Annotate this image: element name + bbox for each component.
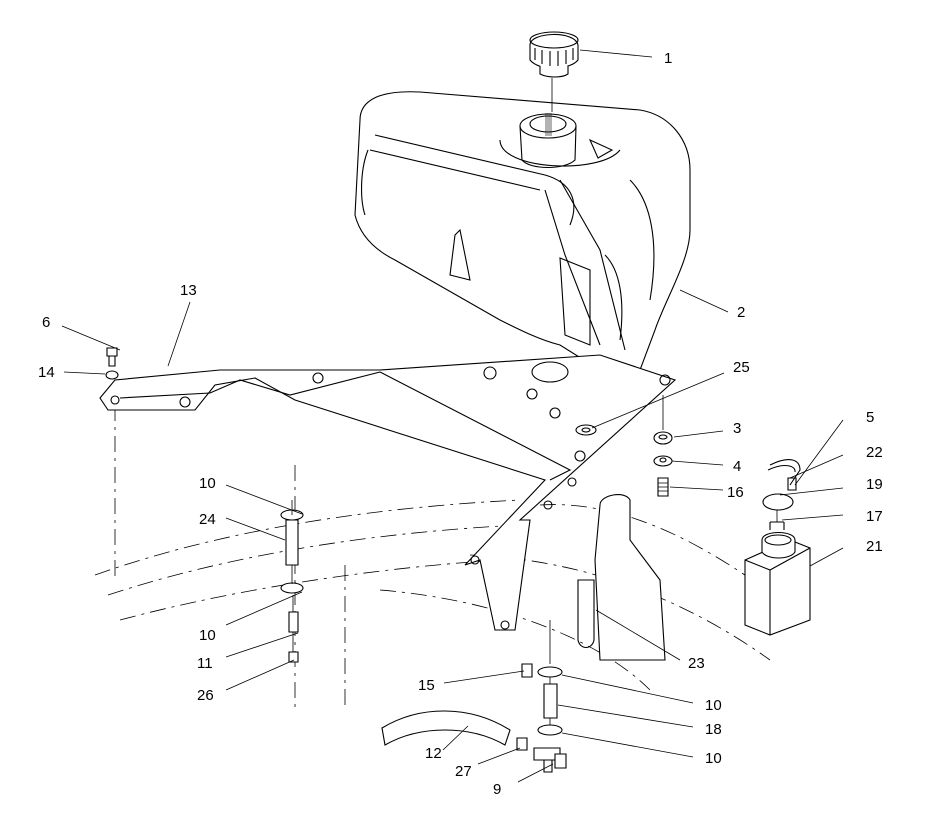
fuel-cap-drawing [529, 31, 579, 112]
callout-6: 6 [42, 314, 50, 331]
callout-9: 9 [493, 781, 501, 798]
callout-10c: 10 [705, 697, 722, 714]
callout-23: 23 [688, 655, 705, 672]
callout-4: 4 [733, 458, 741, 475]
hardware-stack [575, 395, 673, 497]
callout-22: 22 [866, 444, 883, 461]
callout-10a: 10 [199, 475, 216, 492]
callout-11: 11 [197, 655, 213, 672]
callout-10b: 10 [199, 627, 216, 644]
callout-25: 25 [733, 359, 750, 376]
callout-27: 27 [455, 763, 472, 780]
callout-10d: 10 [705, 750, 722, 767]
callout-26: 26 [197, 687, 214, 704]
fuel-tank-drawing [354, 91, 691, 382]
lower-hose-assembly [381, 620, 567, 773]
tank-mounting-plate-drawing [99, 354, 677, 631]
left-hose-assembly [105, 347, 304, 663]
overflow-reservoir-drawing [744, 459, 811, 636]
leader-lines [61, 49, 844, 783]
callout-13: 13 [180, 282, 197, 299]
callout-16: 16 [727, 484, 744, 501]
callout-18: 18 [705, 721, 722, 738]
callout-14: 14 [38, 364, 55, 381]
callout-labels: 1 2 3 4 5 6 9 10 10 10 10 11 12 13 14 15… [38, 50, 883, 798]
callout-1: 1 [664, 50, 672, 67]
callout-15: 15 [418, 677, 435, 694]
callout-2: 2 [737, 304, 745, 321]
callout-5: 5 [866, 409, 874, 426]
callout-24: 24 [199, 511, 216, 528]
callout-12: 12 [425, 745, 442, 762]
callout-17: 17 [866, 508, 883, 525]
callout-3: 3 [733, 420, 741, 437]
standpipe-drawing [577, 494, 666, 661]
callout-21: 21 [866, 538, 883, 555]
callout-19: 19 [866, 476, 883, 493]
